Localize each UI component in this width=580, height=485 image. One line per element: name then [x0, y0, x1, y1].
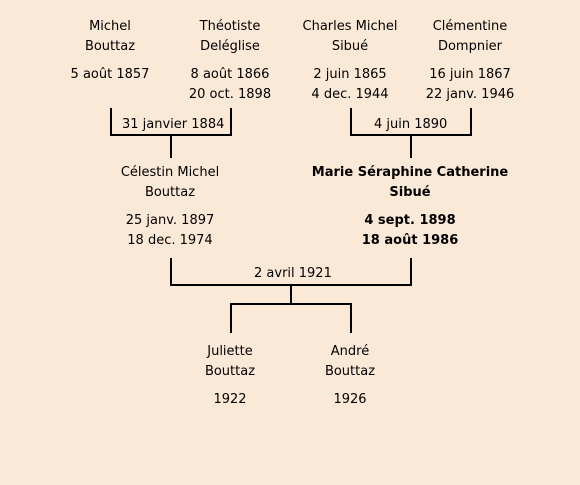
person-death-date: 4 dec. 1944: [311, 87, 389, 102]
connector-line: [350, 108, 352, 136]
person-name-line2: Bouttaz: [84, 39, 136, 54]
person-marie-seraphine-catherine-sibue: Marie Séraphine Catherine Sibué 4 sept. …: [310, 163, 510, 251]
connector-line: [350, 303, 352, 333]
connector-line: [290, 284, 292, 304]
person-death-date: 22 janv. 1946: [425, 87, 515, 102]
person-birth-date: 25 janv. 1897: [125, 213, 215, 228]
connector-line: [230, 108, 232, 136]
person-name-line2: Bouttaz: [324, 364, 376, 379]
person-birth-date: 2 juin 1865: [313, 67, 387, 82]
marriage-date: 4 juin 1890: [372, 117, 450, 133]
marriage-date: 31 janvier 1884: [120, 117, 227, 133]
marriage-date: 2 avril 1921: [252, 266, 334, 282]
person-name-line2: Deléglise: [200, 39, 260, 54]
connector-line: [470, 108, 472, 136]
person-birth-date: 16 juin 1867: [429, 67, 511, 82]
person-juliette-bouttaz: Juliette Bouttaz 1922: [150, 342, 310, 410]
person-name-line2: Sibué: [389, 185, 431, 200]
connector-line: [410, 134, 412, 158]
person-charles-michel-sibue: Charles Michel Sibué 2 juin 1865 4 dec. …: [270, 17, 430, 105]
person-name-line1: André: [330, 344, 370, 359]
person-birth-date: 8 août 1866: [190, 67, 270, 82]
person-theotiste-delegise: Théotiste Deléglise 8 août 1866 20 oct. …: [150, 17, 310, 105]
person-name-line1: Marie Séraphine Catherine: [311, 165, 509, 180]
person-name-line1: Célestin Michel: [120, 165, 220, 180]
person-birth-date: 4 sept. 1898: [364, 213, 456, 228]
person-celestin-michel-bouttaz: Célestin Michel Bouttaz 25 janv. 1897 18…: [90, 163, 250, 251]
person-name-line1: Théotiste: [199, 19, 261, 34]
person-name-line1: Michel: [89, 19, 131, 34]
person-andre-bouttaz: André Bouttaz 1926: [270, 342, 430, 410]
person-death-date: 18 août 1986: [361, 233, 459, 248]
connector-line: [410, 258, 412, 286]
person-name-line2: Dompnier: [437, 39, 503, 54]
person-death-date: 20 oct. 1898: [188, 87, 272, 102]
connector-line: [170, 134, 172, 158]
person-birth-date: 1926: [333, 392, 367, 407]
person-michel-bouttaz: Michel Bouttaz 5 août 1857: [30, 17, 190, 85]
connector-line: [230, 303, 232, 333]
connector-line: [230, 303, 352, 305]
person-name-line1: Juliette: [207, 344, 253, 359]
person-name-line1: Charles Michel: [302, 19, 398, 34]
person-name-line1: Clémentine: [432, 19, 508, 34]
person-name-line2: Bouttaz: [204, 364, 256, 379]
connector-line: [170, 258, 172, 286]
person-death-date: 18 dec. 1974: [127, 233, 213, 248]
person-birth-date: 5 août 1857: [70, 67, 150, 82]
person-birth-date: 1922: [213, 392, 247, 407]
person-name-line2: Sibué: [331, 39, 369, 54]
person-clementine-dompnier: Clémentine Dompnier 16 juin 1867 22 janv…: [390, 17, 550, 105]
person-name-line2: Bouttaz: [144, 185, 196, 200]
connector-line: [110, 108, 112, 136]
